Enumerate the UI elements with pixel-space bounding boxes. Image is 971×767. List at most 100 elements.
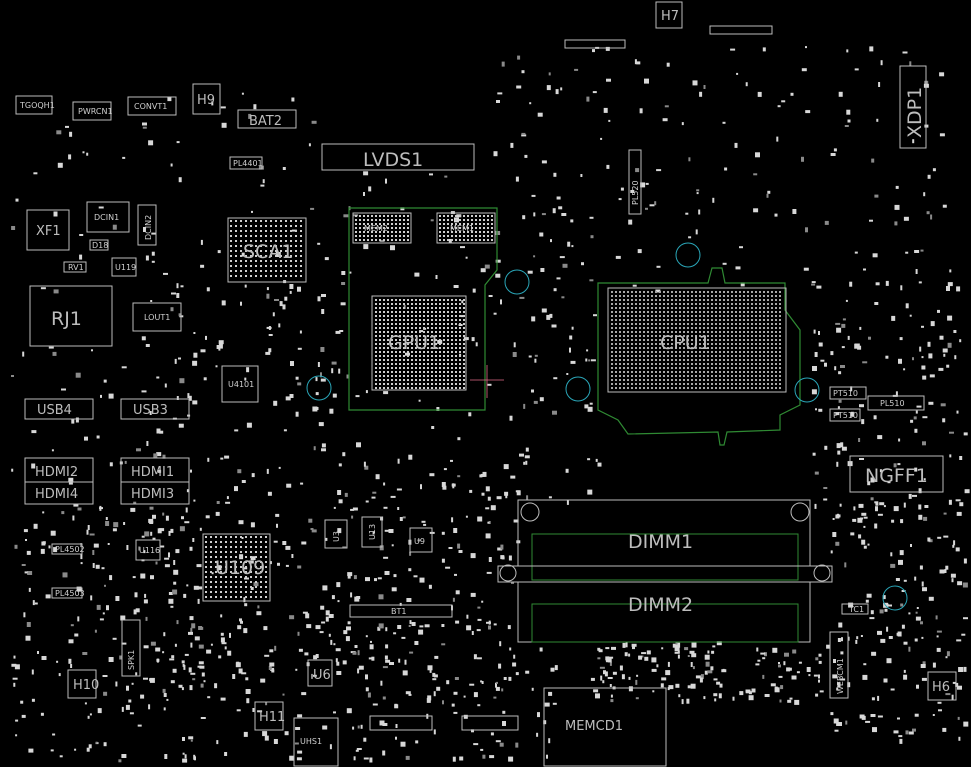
ball bbox=[395, 387, 397, 389]
pad bbox=[347, 572, 353, 577]
ball bbox=[707, 375, 709, 377]
ball bbox=[379, 351, 381, 353]
ball bbox=[615, 315, 617, 317]
ball bbox=[647, 303, 649, 305]
ball bbox=[647, 367, 649, 369]
ball bbox=[663, 323, 665, 325]
ball bbox=[379, 327, 381, 329]
ball bbox=[270, 275, 272, 277]
ball bbox=[220, 561, 222, 563]
ball bbox=[399, 351, 401, 353]
pad bbox=[141, 336, 146, 341]
pad bbox=[241, 537, 244, 539]
ball bbox=[687, 331, 689, 333]
ball bbox=[771, 387, 773, 389]
ball bbox=[205, 541, 207, 543]
ball bbox=[275, 235, 277, 237]
pad bbox=[401, 636, 406, 639]
pad bbox=[394, 703, 398, 708]
pad bbox=[398, 658, 401, 663]
ball bbox=[735, 379, 737, 381]
pad bbox=[524, 455, 530, 459]
ball bbox=[767, 299, 769, 301]
pad bbox=[329, 408, 334, 414]
pad bbox=[97, 708, 102, 714]
pad bbox=[156, 452, 162, 457]
pad bbox=[133, 501, 137, 504]
ball bbox=[255, 255, 257, 257]
ball bbox=[359, 223, 361, 225]
pad bbox=[229, 632, 231, 638]
ball bbox=[775, 291, 777, 293]
ball bbox=[611, 387, 613, 389]
pad bbox=[220, 106, 226, 109]
ball bbox=[235, 566, 237, 568]
ball bbox=[275, 255, 277, 257]
pad bbox=[846, 109, 851, 115]
pad bbox=[612, 671, 617, 675]
ball bbox=[687, 303, 689, 305]
pl4401-outline bbox=[229, 156, 263, 170]
pad bbox=[841, 323, 846, 328]
pad bbox=[531, 316, 536, 322]
label-h6: H6 bbox=[932, 680, 950, 695]
ball bbox=[395, 239, 397, 241]
pad bbox=[877, 695, 880, 701]
ball bbox=[611, 315, 613, 317]
ball bbox=[230, 270, 232, 272]
ball bbox=[260, 556, 262, 558]
ball bbox=[395, 347, 397, 349]
pad bbox=[31, 669, 34, 675]
pad bbox=[955, 682, 959, 687]
pad bbox=[937, 536, 942, 539]
pad bbox=[526, 495, 529, 501]
pad bbox=[607, 677, 613, 679]
pad bbox=[778, 664, 781, 668]
ball bbox=[411, 371, 413, 373]
ball bbox=[723, 307, 725, 309]
pad bbox=[841, 346, 845, 349]
pad bbox=[704, 654, 710, 660]
pad bbox=[173, 569, 179, 575]
ball bbox=[260, 235, 262, 237]
ball bbox=[663, 379, 665, 381]
ball bbox=[659, 347, 661, 349]
ball bbox=[367, 215, 369, 217]
ball bbox=[631, 323, 633, 325]
pad bbox=[159, 430, 164, 434]
pad bbox=[882, 595, 886, 600]
ball bbox=[627, 323, 629, 325]
ball bbox=[427, 335, 429, 337]
pad bbox=[441, 558, 445, 563]
ball bbox=[439, 335, 441, 337]
ball bbox=[643, 371, 645, 373]
pad bbox=[268, 666, 272, 670]
pad bbox=[358, 665, 364, 670]
pad bbox=[383, 391, 389, 395]
pad bbox=[915, 410, 918, 414]
pad bbox=[861, 512, 867, 516]
ball bbox=[723, 335, 725, 337]
pad bbox=[499, 742, 504, 747]
ball bbox=[751, 303, 753, 305]
pad bbox=[571, 245, 574, 248]
ball bbox=[471, 223, 473, 225]
pad bbox=[861, 419, 865, 425]
ball bbox=[671, 331, 673, 333]
pad bbox=[937, 309, 940, 313]
ball bbox=[467, 239, 469, 241]
pad bbox=[268, 334, 273, 336]
pad bbox=[655, 289, 661, 293]
u119-outline bbox=[111, 257, 137, 277]
ball bbox=[611, 347, 613, 349]
ball bbox=[463, 303, 465, 305]
pad bbox=[193, 332, 196, 334]
ball bbox=[265, 220, 267, 222]
pad bbox=[830, 712, 834, 716]
pad bbox=[31, 463, 36, 469]
pad bbox=[947, 342, 952, 348]
ball bbox=[655, 303, 657, 305]
ball bbox=[683, 299, 685, 301]
pad bbox=[333, 643, 336, 646]
ball bbox=[235, 245, 237, 247]
